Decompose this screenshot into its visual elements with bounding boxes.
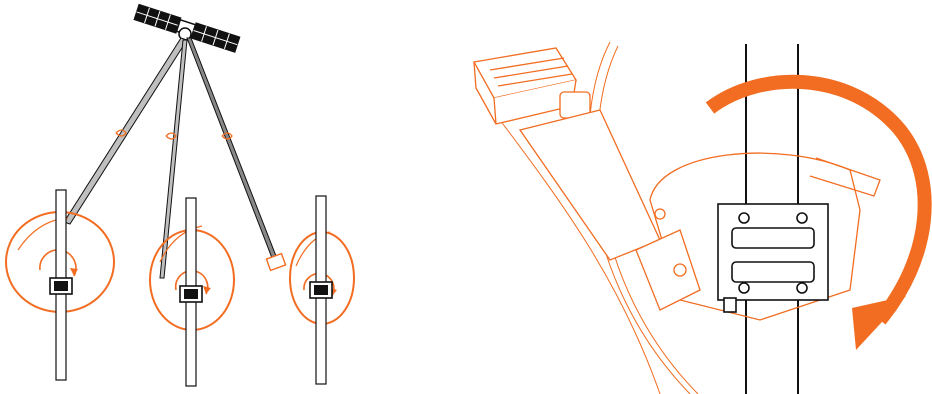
dish-antenna-3 (266, 196, 354, 384)
signal-lines (64, 38, 276, 278)
lnb-box-icon (474, 48, 660, 260)
mount-rotation-drawing (460, 0, 932, 394)
lnb-icon-3 (266, 254, 285, 271)
pole-mount-bracket (718, 204, 828, 312)
satellite-alignment-drawing (0, 0, 470, 394)
satellite-alignment-panel (0, 0, 470, 394)
dish-antenna-1 (6, 190, 114, 380)
dish-antenna-2 (150, 198, 234, 386)
mount-rotation-closeup-panel (460, 0, 932, 394)
